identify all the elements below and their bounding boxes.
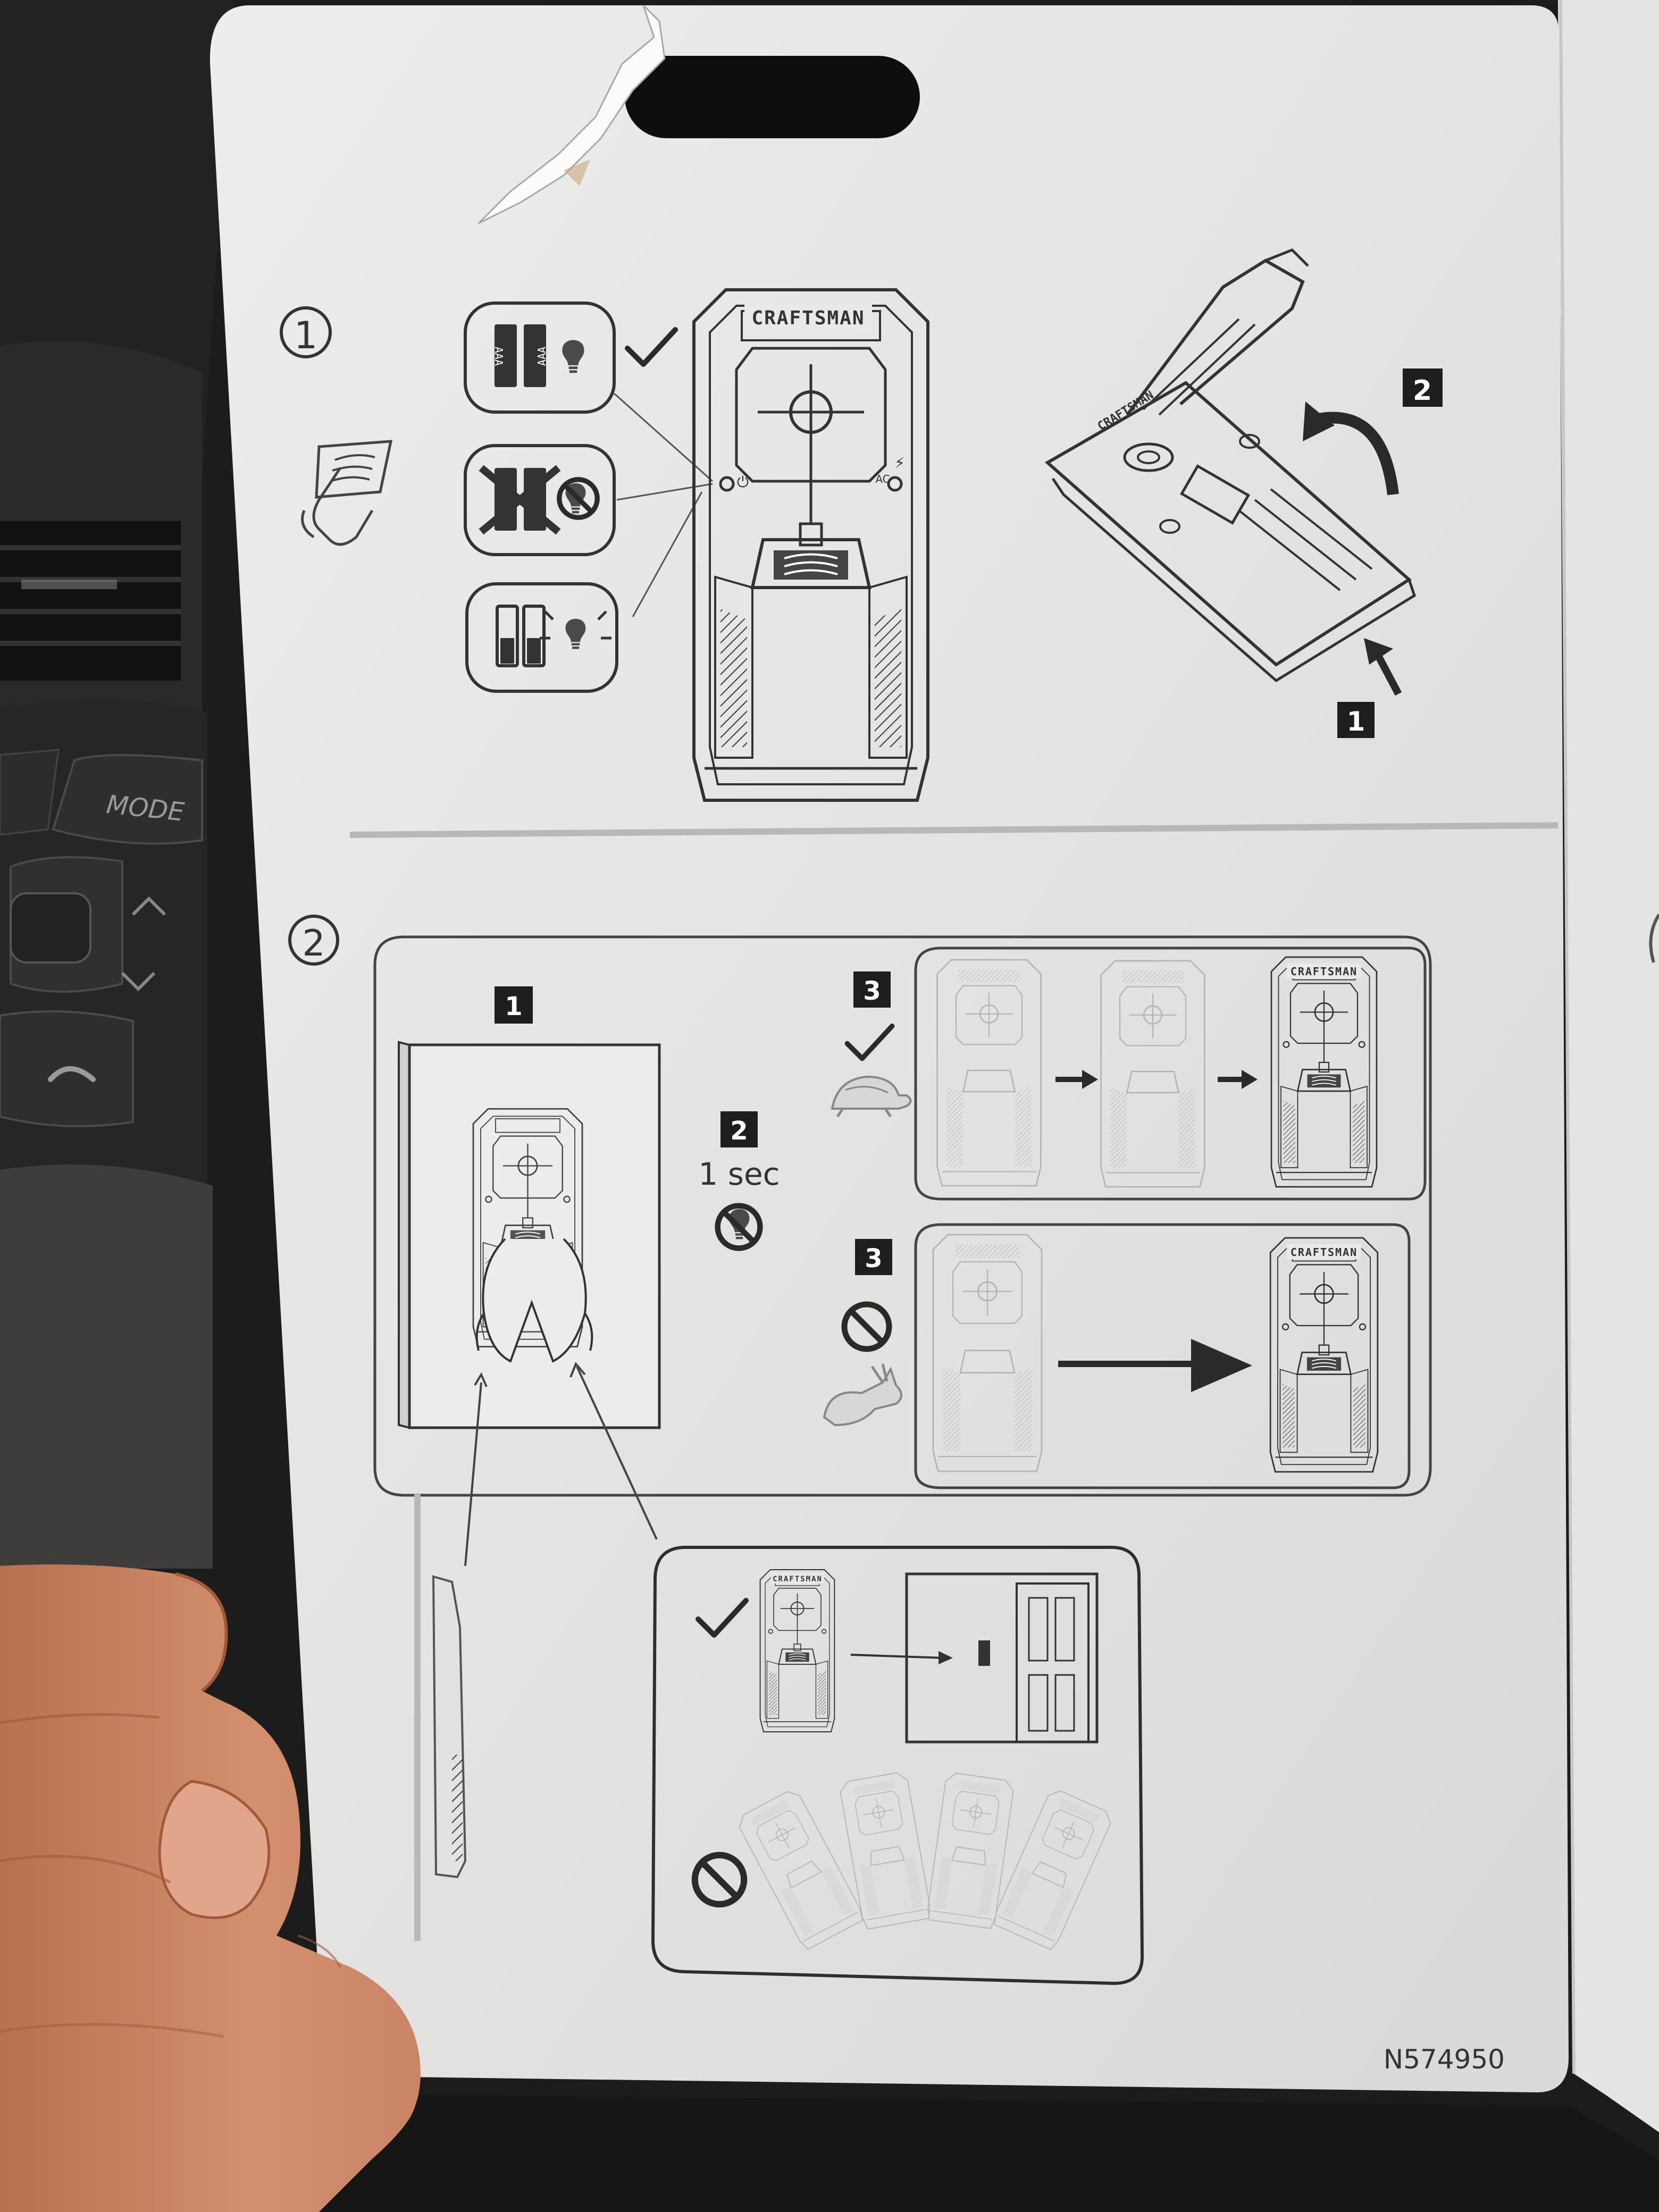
step-3-slow-correct: 3 CRAFTSMAN: [831, 946, 1427, 1201]
up-down-toggle: [10, 856, 166, 993]
lightning-symbol: ⚡: [894, 454, 905, 472]
step-badge-2: 2: [1403, 368, 1443, 407]
power-symbol: ⏻: [737, 473, 749, 491]
section-2-marker: [288, 915, 339, 966]
arrow-icon: [1242, 1070, 1258, 1089]
phone-button: [0, 1010, 134, 1127]
section-1: 1 AAA AAA: [280, 248, 1443, 800]
svg-text:2: 2: [1413, 375, 1432, 407]
arrow-icon: [1364, 638, 1393, 665]
duration-label: 1 sec: [698, 1156, 780, 1192]
svg-text:2: 2: [302, 923, 325, 965]
svg-text:1: 1: [294, 314, 318, 357]
seat-upholstery: [0, 1164, 213, 1569]
battery-missing-box: [464, 444, 616, 556]
mode-button: MODE: [52, 754, 203, 845]
svg-text:AAA: AAA: [492, 347, 505, 366]
car-floor: [319, 2095, 1659, 2212]
step-2-hold: 2 1 sec: [698, 1111, 780, 1248]
air-vent: [0, 521, 181, 681]
motion-guide-frame: CRAFTSMAN: [651, 1546, 1144, 1985]
section-2: 2 1 2 1 sec 3: [288, 915, 1432, 1985]
wall-with-door: [905, 1572, 1099, 1744]
ac-label: AC: [875, 473, 890, 485]
step-badge-1: 1: [1337, 702, 1375, 738]
svg-text:3: 3: [863, 976, 881, 1006]
brand-label: CRAFTSMAN: [751, 307, 865, 329]
turtle-icon: [831, 1075, 912, 1118]
svg-text:1: 1: [505, 992, 522, 1021]
svg-text:1: 1: [1347, 706, 1365, 737]
section-1-marker: [280, 306, 332, 358]
svg-text:2: 2: [730, 1116, 748, 1146]
arrow-icon: [1303, 401, 1335, 441]
hang-hole: [625, 56, 920, 138]
device-side-profile: [414, 1494, 467, 1941]
arrow-icon: [939, 1651, 953, 1664]
section-separator: [349, 822, 1559, 838]
brand-label-small: CRAFTSMAN: [1291, 1246, 1358, 1259]
steering-button-left: [0, 749, 60, 836]
thumbnail: [158, 1780, 271, 1920]
hands-icon: [482, 1238, 587, 1363]
rabbit-icon: [823, 1363, 902, 1427]
torn-corner: [477, 4, 666, 224]
hand-press-icon: [301, 440, 393, 546]
arrow-icon: [1082, 1070, 1098, 1089]
brand-label-small: CRAFTSMAN: [1291, 965, 1358, 978]
brand-label-small: CRAFTSMAN: [773, 1575, 823, 1583]
holding-hand: [0, 1564, 421, 2212]
step-1-wall-panel: 1: [398, 986, 661, 1429]
section-2-frame: [373, 935, 1432, 1497]
svg-text:AAA: AAA: [535, 347, 548, 366]
part-number: N574950: [1384, 2044, 1505, 2075]
battery-ok-box: AAA AAA: [464, 301, 616, 414]
arrow-icon: [1191, 1339, 1252, 1392]
next-card-panel: [1558, 0, 1659, 2132]
step-3-fast-wrong: 3 CRAFTSMAN: [823, 1223, 1411, 1489]
battery-low-box: [465, 582, 618, 693]
svg-text:3: 3: [865, 1244, 882, 1273]
stud-finder-front: CRAFTSMAN ⏻ AC ⚡: [694, 290, 928, 800]
